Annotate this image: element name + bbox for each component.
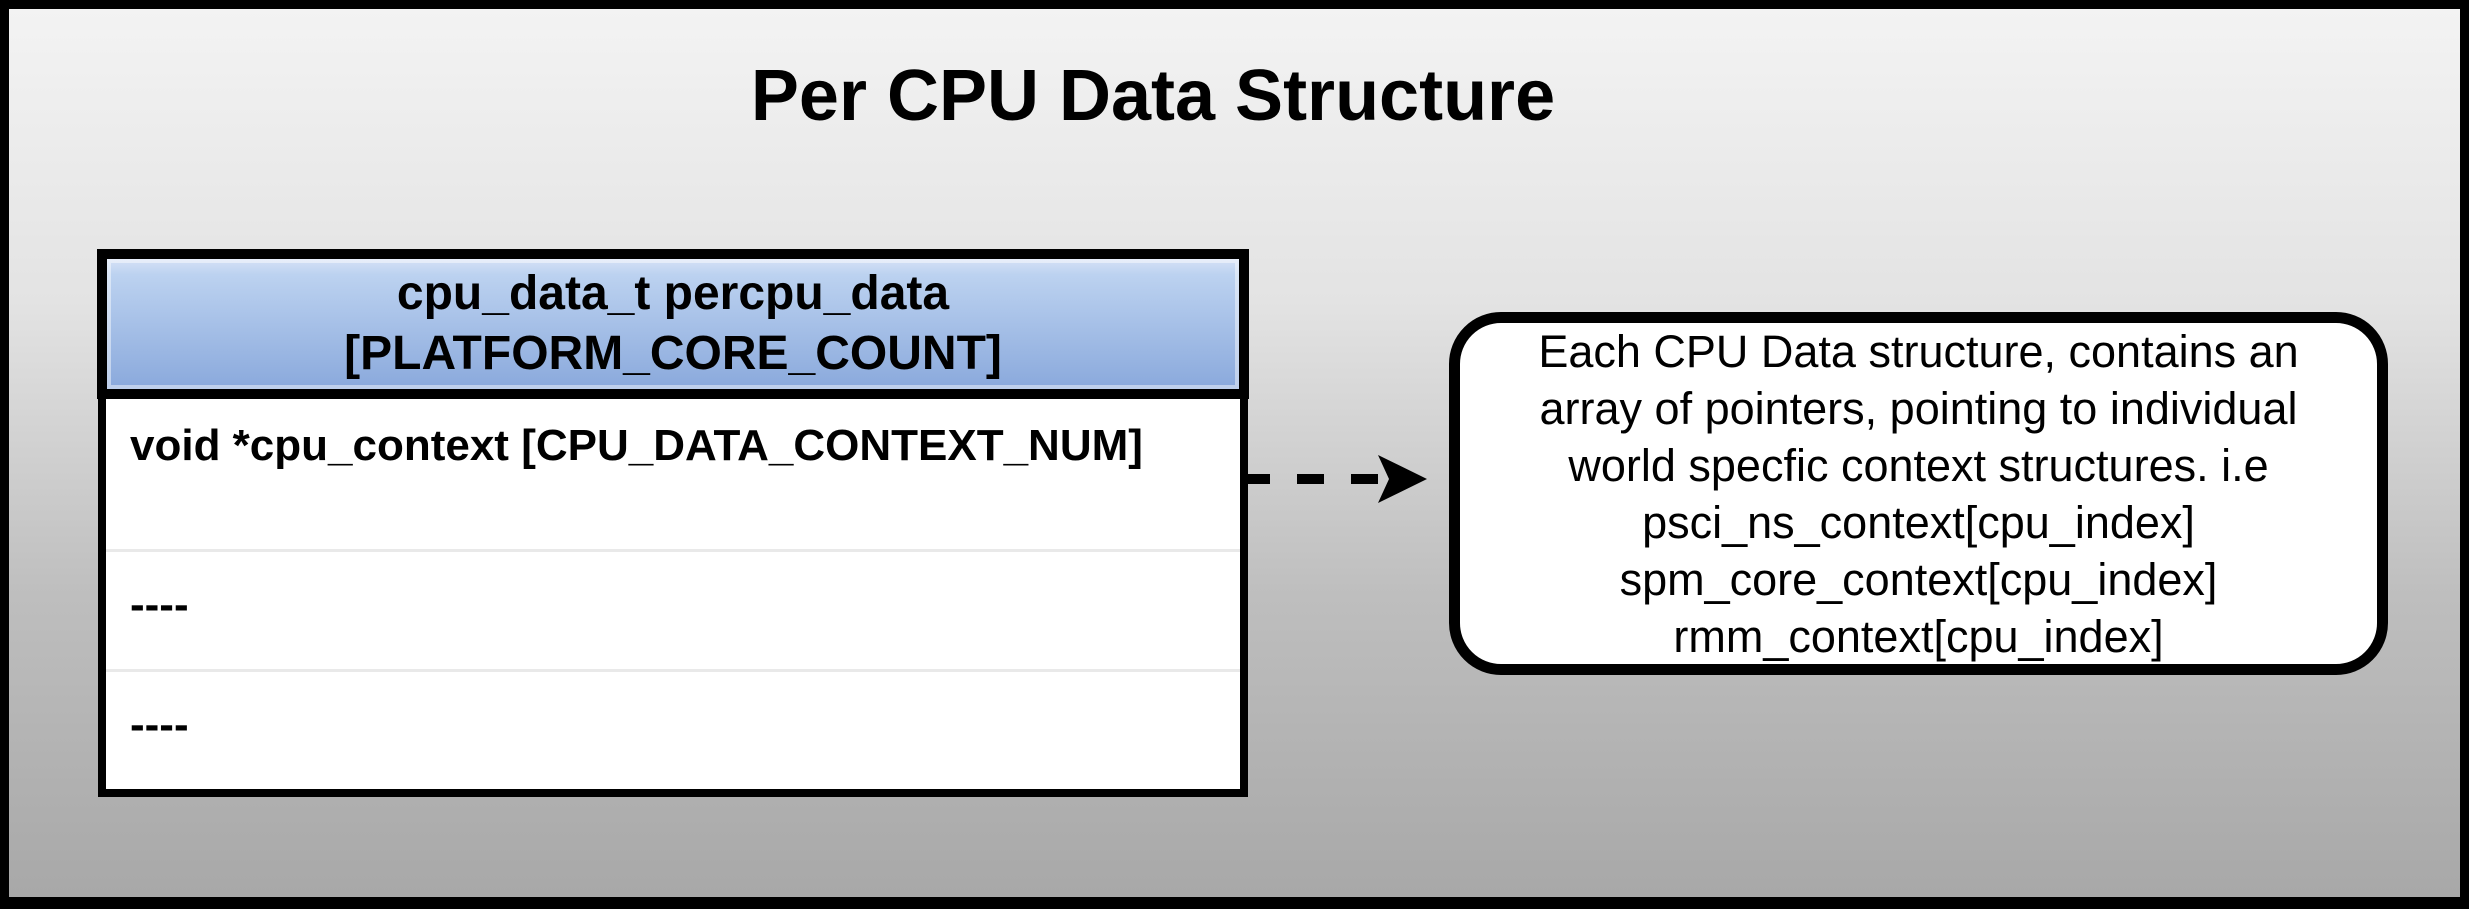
- callout-line: psci_ns_context[cpu_index]: [1642, 496, 2195, 548]
- callout-line: array of pointers, pointing to individua…: [1539, 382, 2298, 434]
- table-row-placeholder-1: ----: [106, 552, 1240, 672]
- callout-line: world specfic context structures. i.e: [1568, 439, 2269, 491]
- callout-line: Each CPU Data structure, contains an: [1538, 325, 2299, 377]
- callout-box: Each CPU Data structure, contains an arr…: [1449, 312, 2388, 675]
- table-row-placeholder-2: ----: [130, 700, 189, 749]
- callout-line: rmm_context[cpu_index]: [1673, 610, 2164, 662]
- table-row-cpu-context: void *cpu_context [CPU_DATA_CONTEXT_NUM]: [106, 399, 1240, 552]
- page-title: Per CPU Data Structure: [750, 56, 1556, 136]
- dashed-arrow: [1243, 455, 1427, 503]
- callout-line: spm_core_context[cpu_index]: [1619, 553, 2218, 605]
- table-header-cell: cpu_data_t percpu_data [PLATFORM_CORE_CO…: [97, 249, 1249, 399]
- percpu-data-table: cpu_data_t percpu_data [PLATFORM_CORE_CO…: [97, 249, 1249, 797]
- arrow-head-icon: [1378, 455, 1427, 503]
- table-body: void *cpu_context [CPU_DATA_CONTEXT_NUM]…: [98, 399, 1248, 797]
